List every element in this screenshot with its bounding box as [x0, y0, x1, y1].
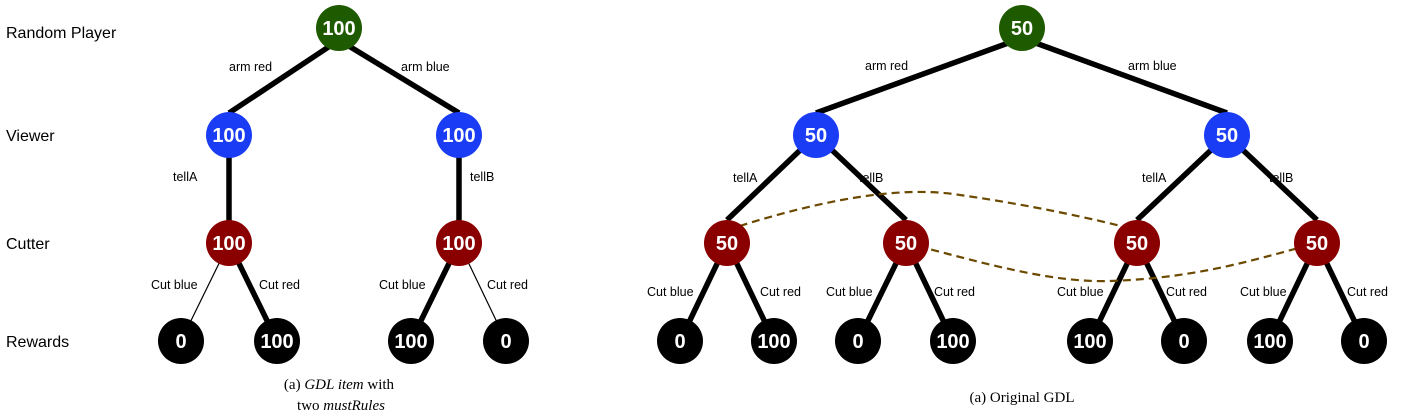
reward-node: 0 [835, 318, 881, 364]
reward-node: 0 [158, 318, 204, 364]
node-value: 100 [442, 233, 475, 255]
reward-node: 0 [1341, 318, 1387, 364]
left-tree: arm red arm blue tellA tellB Cut blue Cu… [151, 5, 529, 414]
edge-label-cut-red: Cut red [1347, 285, 1388, 299]
caption-right: (a) Original GDL [970, 390, 1075, 406]
edge-label-cut-blue: Cut blue [1057, 285, 1104, 299]
reward-node: 100 [751, 318, 797, 364]
edge-label-arm-red: arm red [865, 59, 908, 73]
random-player-node: 100 [316, 5, 362, 51]
edge-label-cut-red: Cut red [760, 285, 801, 299]
node-value: 100 [442, 125, 475, 147]
edge-label-cut-red: Cut red [487, 278, 528, 292]
viewer-node: 50 [1204, 112, 1250, 158]
node-value: 0 [175, 331, 186, 353]
node-value: 50 [895, 233, 917, 255]
node-value: 100 [260, 331, 293, 353]
edge-label-cut-blue: Cut blue [826, 285, 873, 299]
reward-node: 100 [1067, 318, 1113, 364]
cutter-node: 50 [1294, 220, 1340, 266]
node-value: 100 [394, 331, 427, 353]
edge-label-arm-red: arm red [229, 60, 272, 74]
node-value: 50 [716, 233, 738, 255]
edge-label-arm-blue: arm blue [1128, 59, 1177, 73]
edge-label-cut-blue: Cut blue [379, 278, 426, 292]
reward-node: 100 [388, 318, 434, 364]
node-value: 0 [500, 331, 511, 353]
edge-label-cut-red: Cut red [259, 278, 300, 292]
reward-node: 100 [1247, 318, 1293, 364]
node-value: 0 [852, 331, 863, 353]
edge-arm-red [227, 37, 341, 116]
row-label-cutter: Cutter [6, 236, 50, 253]
edge-label-cut-red: Cut red [934, 285, 975, 299]
node-value: 50 [805, 125, 827, 147]
node-value: 100 [212, 125, 245, 147]
edge-label-arm-blue: arm blue [401, 60, 450, 74]
cutter-node: 50 [1114, 220, 1160, 266]
right-tree: arm red arm blue tellA tellB tellA tellB… [647, 5, 1388, 406]
reward-node: 0 [1161, 318, 1207, 364]
random-player-node: 50 [999, 5, 1045, 51]
reward-node: 100 [254, 318, 300, 364]
node-value: 0 [1358, 331, 1369, 353]
reward-node: 100 [930, 318, 976, 364]
viewer-node: 100 [436, 112, 482, 158]
edge-label-tellB: tellB [470, 170, 494, 184]
node-value: 0 [674, 331, 685, 353]
viewer-node: 100 [206, 112, 252, 158]
cutter-node: 100 [206, 220, 252, 266]
node-value: 0 [1178, 331, 1189, 353]
reward-node: 0 [483, 318, 529, 364]
cutter-node: 50 [704, 220, 750, 266]
edge-label-tellA: tellA [1142, 171, 1167, 185]
edge-label-tellA: tellA [173, 170, 198, 184]
node-value: 100 [936, 331, 969, 353]
caption-left-line2: two mustRules [297, 398, 385, 414]
info-set-link [726, 190, 1138, 232]
edge-label-tellB: tellB [859, 171, 883, 185]
edge-label-cut-blue: Cut blue [151, 278, 198, 292]
row-label-viewer: Viewer [6, 128, 55, 145]
node-value: 100 [757, 331, 790, 353]
node-value: 50 [1011, 18, 1033, 40]
viewer-node: 50 [793, 112, 839, 158]
row-label-rewards: Rewards [6, 334, 69, 351]
edge-arm-red [815, 35, 1023, 116]
edge-label-cut-blue: Cut blue [647, 285, 694, 299]
caption-left-line1: (a) GDL item with [284, 377, 395, 393]
node-value: 100 [322, 18, 355, 40]
edge-label-cut-blue: Cut blue [1240, 285, 1287, 299]
edge-arm-blue [337, 37, 461, 116]
node-value: 100 [1253, 331, 1286, 353]
edge-label-cut-red: Cut red [1166, 285, 1207, 299]
info-set-link [905, 241, 1318, 283]
edge-arm-blue [1021, 35, 1228, 116]
node-value: 100 [212, 233, 245, 255]
node-value: 50 [1126, 233, 1148, 255]
row-label-random-player: Random Player [6, 25, 117, 42]
node-value: 100 [1073, 331, 1106, 353]
node-value: 50 [1306, 233, 1328, 255]
edge-label-tellB: tellB [1269, 171, 1293, 185]
reward-node: 0 [657, 318, 703, 364]
cutter-node: 50 [883, 220, 929, 266]
edge-label-tellA: tellA [733, 171, 758, 185]
node-value: 50 [1216, 125, 1238, 147]
cutter-node: 100 [436, 220, 482, 266]
